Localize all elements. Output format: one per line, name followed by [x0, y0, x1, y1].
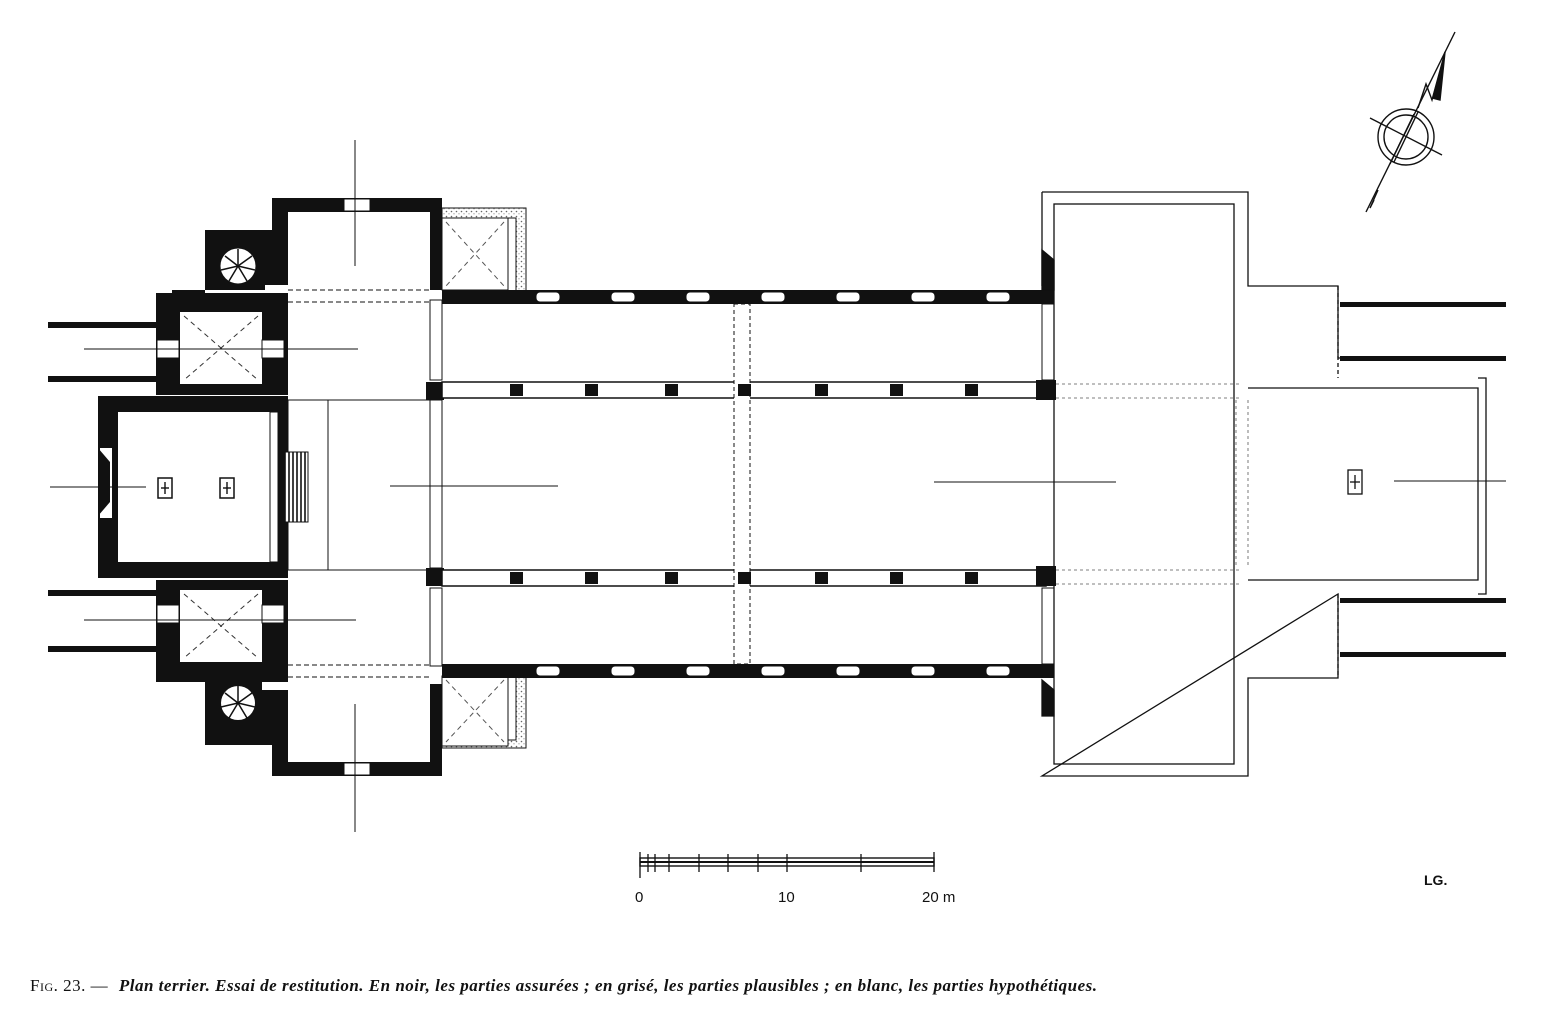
scale-label-10: 10 [778, 889, 795, 906]
author-signature: LG. [1424, 872, 1447, 888]
arcade-pier [510, 572, 523, 584]
arcade-pier [815, 572, 828, 584]
wall-stub [48, 590, 156, 596]
nave-window [985, 665, 1011, 677]
nave-window [835, 665, 861, 677]
nave-window [835, 291, 861, 303]
nave-window [535, 665, 561, 677]
window-gap [156, 604, 180, 624]
arcade-pier [965, 384, 978, 396]
nave-window [910, 665, 936, 677]
north-outer-wall [442, 290, 1054, 304]
south-apsidiole [156, 580, 288, 682]
arcade-pier [965, 572, 978, 584]
arcade-pier [665, 572, 678, 584]
west-wall-stubs [1340, 302, 1506, 657]
arcade-pier [815, 384, 828, 396]
floor-plan: 0 10 20 m LG. [48, 31, 1506, 906]
figure-label: Fig. 23. — [30, 976, 109, 995]
south-outer-wall [442, 664, 1054, 678]
north-arrow [1365, 31, 1456, 213]
nave-window [535, 291, 561, 303]
main-apse [98, 396, 288, 578]
caption-text: Plan terrier. Essai de restitution. En n… [118, 976, 1098, 995]
tower-corner [1041, 248, 1055, 291]
arcade-pier [665, 384, 678, 396]
transept-window [343, 198, 371, 212]
arcade-pier [738, 384, 751, 396]
vault-cross [183, 315, 259, 381]
arcade-pier [738, 572, 751, 584]
north-apsidiole [156, 293, 288, 395]
nave-window [685, 665, 711, 677]
nave-window [610, 291, 636, 303]
vault-cross [183, 593, 259, 659]
scale-label-0: 0 [635, 889, 643, 906]
wall-stub [48, 322, 156, 328]
transept-window [343, 762, 371, 776]
arcade-pier [585, 384, 598, 396]
arcade-pier [510, 384, 523, 396]
spiral-stair-north-steps [220, 249, 256, 282]
west-massif [1039, 191, 1487, 777]
transept [269, 198, 444, 776]
choir-steps [283, 451, 309, 523]
south-chapel-walls [205, 682, 442, 776]
arcade-pier [890, 384, 903, 396]
crossing-pier [426, 382, 444, 400]
wall-stub [48, 376, 156, 382]
arcade-pier [585, 572, 598, 584]
figure-caption: Fig. 23. — Plan terrier. Essai de restit… [30, 976, 1530, 996]
window-gap [261, 604, 285, 624]
nave-window [760, 291, 786, 303]
nave-window [985, 291, 1011, 303]
tower-corner [1041, 678, 1055, 717]
apse-window [98, 448, 110, 516]
section-lines [50, 140, 1506, 832]
crossing-pier [426, 568, 444, 586]
chevet [48, 198, 442, 776]
nave-window [610, 665, 636, 677]
scale-bar: 0 10 20 m [635, 852, 955, 906]
scale-label-20: 20 m [922, 889, 955, 906]
wall-stub [48, 646, 156, 652]
nave-window [760, 665, 786, 677]
nave-window [910, 291, 936, 303]
spiral-stair-south-steps [220, 686, 256, 719]
arcade-pier [890, 572, 903, 584]
nave [441, 290, 1056, 678]
nave-window [685, 291, 711, 303]
